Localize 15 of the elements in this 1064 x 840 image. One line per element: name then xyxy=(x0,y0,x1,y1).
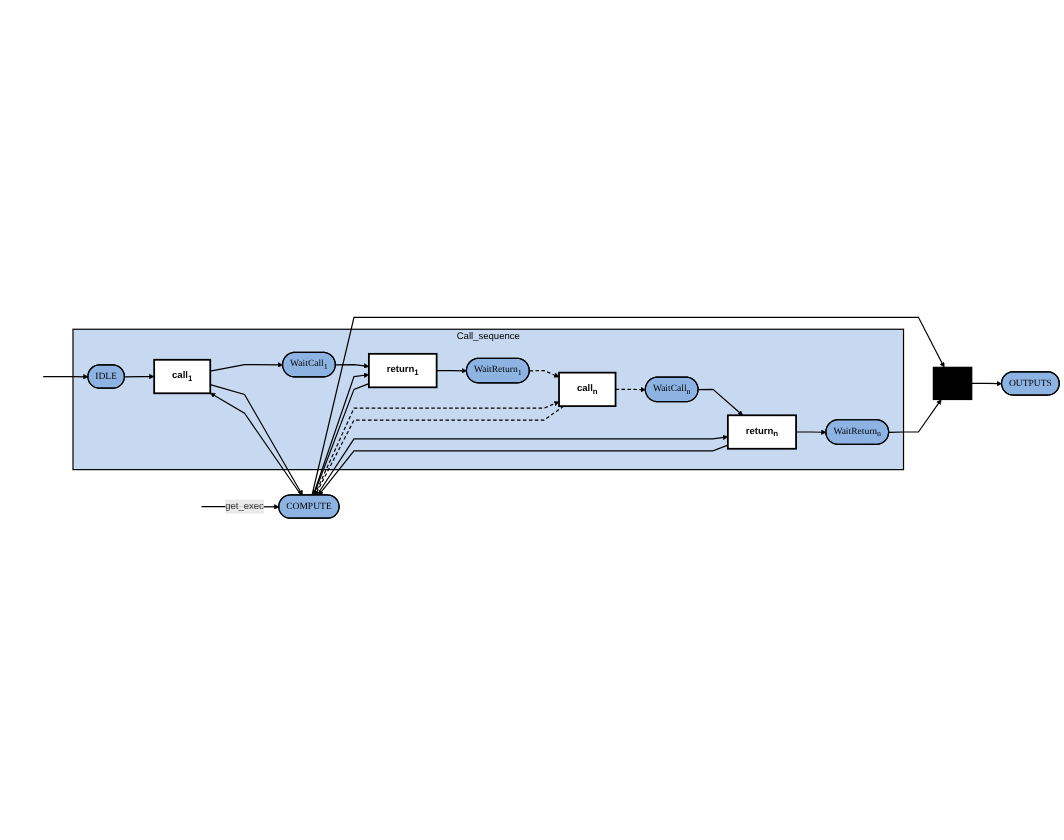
arrow xyxy=(888,399,942,433)
arrow xyxy=(209,362,284,372)
arrow xyxy=(124,373,155,380)
arrow xyxy=(795,429,827,435)
arrow xyxy=(436,368,467,374)
arrow xyxy=(318,444,729,496)
arrow xyxy=(971,381,1003,387)
arrow xyxy=(335,363,370,369)
arrow xyxy=(528,369,560,378)
arrow xyxy=(42,374,89,380)
node-bar xyxy=(932,366,973,401)
arrow xyxy=(697,388,743,416)
arrow xyxy=(614,386,646,393)
arrow xyxy=(311,316,945,496)
arrow xyxy=(316,434,729,496)
